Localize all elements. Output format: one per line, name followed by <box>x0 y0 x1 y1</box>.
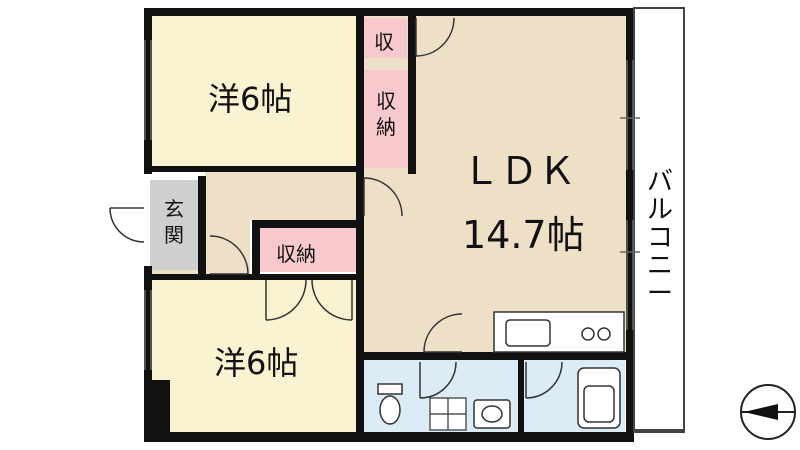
western-room-bottom <box>150 280 358 432</box>
stove-burner-icon <box>581 327 595 341</box>
entrance-area <box>150 180 200 270</box>
storage-closet-upper-label: 収納 <box>376 89 396 139</box>
wall-entrance-right <box>198 176 206 276</box>
storage-closet-lower-label: 収納 <box>276 242 316 266</box>
toilet-icon <box>377 383 403 425</box>
storage-small-label: 収 <box>374 30 394 54</box>
outer-wall-left-upper <box>144 8 152 174</box>
north-arrow-icon <box>740 384 796 440</box>
wash-basin-icon <box>473 399 511 429</box>
washing-machine-icon <box>429 397 467 431</box>
western-room-top <box>150 16 358 168</box>
bathtub-icon <box>577 367 621 429</box>
wall-top-room-bottom <box>150 166 364 172</box>
ldk-label: ＬＤＫ <box>462 149 577 193</box>
window-left <box>144 40 152 370</box>
window-right <box>620 60 640 330</box>
stove-burner-icon <box>597 327 611 341</box>
wall-closet-top <box>252 220 364 228</box>
wall-corner-block <box>144 380 170 442</box>
wall-storage-border <box>408 16 416 174</box>
entrance-label: 玄関 <box>164 197 184 247</box>
wall-closet-left <box>252 220 260 280</box>
balcony-label: バルコニー <box>646 167 673 309</box>
room-label-western-bottom: 洋6帖 <box>214 344 299 382</box>
outer-wall-left-lower <box>144 266 152 442</box>
balcony-outline <box>633 7 685 433</box>
door-swings <box>109 17 563 399</box>
outer-wall-top <box>144 8 634 16</box>
ldk-area-label: 14.7帖 <box>462 213 585 257</box>
outer-wall-bottom <box>144 432 634 442</box>
storage-small <box>363 18 407 58</box>
room-label-western-top: 洋6帖 <box>208 80 293 118</box>
wall-wet-top <box>364 352 626 360</box>
outer-wall-right <box>626 8 634 442</box>
wall-wet-divider <box>518 358 524 434</box>
storage-closet-lower <box>260 226 356 272</box>
storage-closet-upper <box>364 70 408 168</box>
sink-icon <box>505 319 551 347</box>
wall-bottom-room-top <box>150 274 364 280</box>
ldk-room-hall <box>205 168 365 220</box>
